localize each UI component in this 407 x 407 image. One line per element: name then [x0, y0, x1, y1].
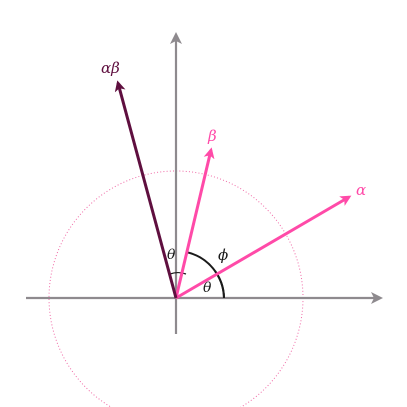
phi-label: ϕ [218, 246, 228, 264]
beta-vector [174, 147, 215, 299]
theta-arc-top [169, 272, 187, 275]
phi-arc [185, 251, 225, 299]
theta-bottom-label: θ [203, 280, 212, 296]
alphabeta-vector [114, 80, 178, 299]
theta-top-label: θ [167, 247, 176, 263]
alpha-label: α [356, 181, 366, 199]
beta-label: β [207, 127, 217, 145]
alphabeta-label: αβ [101, 59, 120, 77]
alpha-vector [175, 195, 352, 300]
